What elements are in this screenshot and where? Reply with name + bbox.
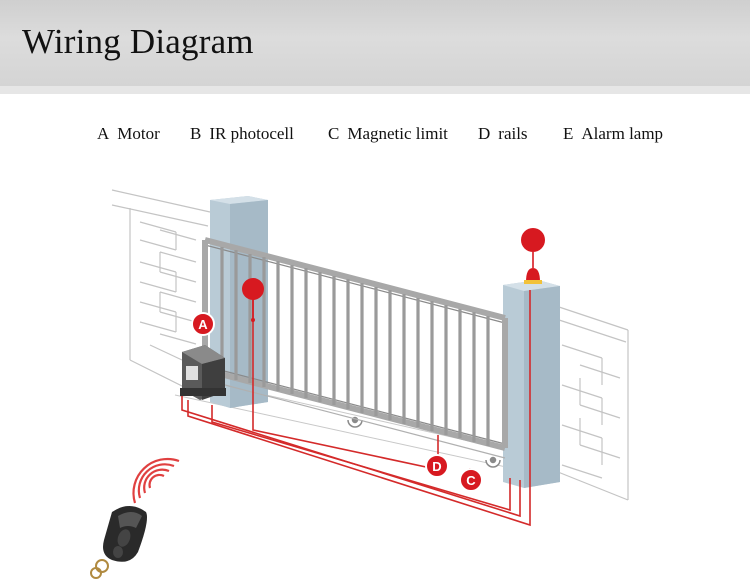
gate-rail xyxy=(224,384,506,459)
alarm-lamp-marker xyxy=(521,228,545,284)
svg-text:D: D xyxy=(432,459,441,474)
ir-photocell-marker xyxy=(242,278,264,322)
wireless-signal-icon xyxy=(132,457,180,504)
callout-c-magnetic-limit: C xyxy=(459,468,483,492)
gate-wheels xyxy=(347,416,501,468)
callout-d-rails: D xyxy=(425,454,449,478)
right-pillar xyxy=(503,280,560,488)
svg-text:A: A xyxy=(198,317,208,332)
sliding-gate xyxy=(202,237,508,451)
svg-text:C: C xyxy=(466,473,476,488)
callout-a-motor: A xyxy=(191,312,215,336)
gate-motor xyxy=(180,345,226,400)
page-title: Wiring Diagram xyxy=(22,22,254,61)
right-brick-wall xyxy=(552,304,629,501)
title-bar: Wiring Diagram xyxy=(0,0,750,94)
title-bar-strip xyxy=(0,86,750,94)
remote-control xyxy=(90,506,147,579)
